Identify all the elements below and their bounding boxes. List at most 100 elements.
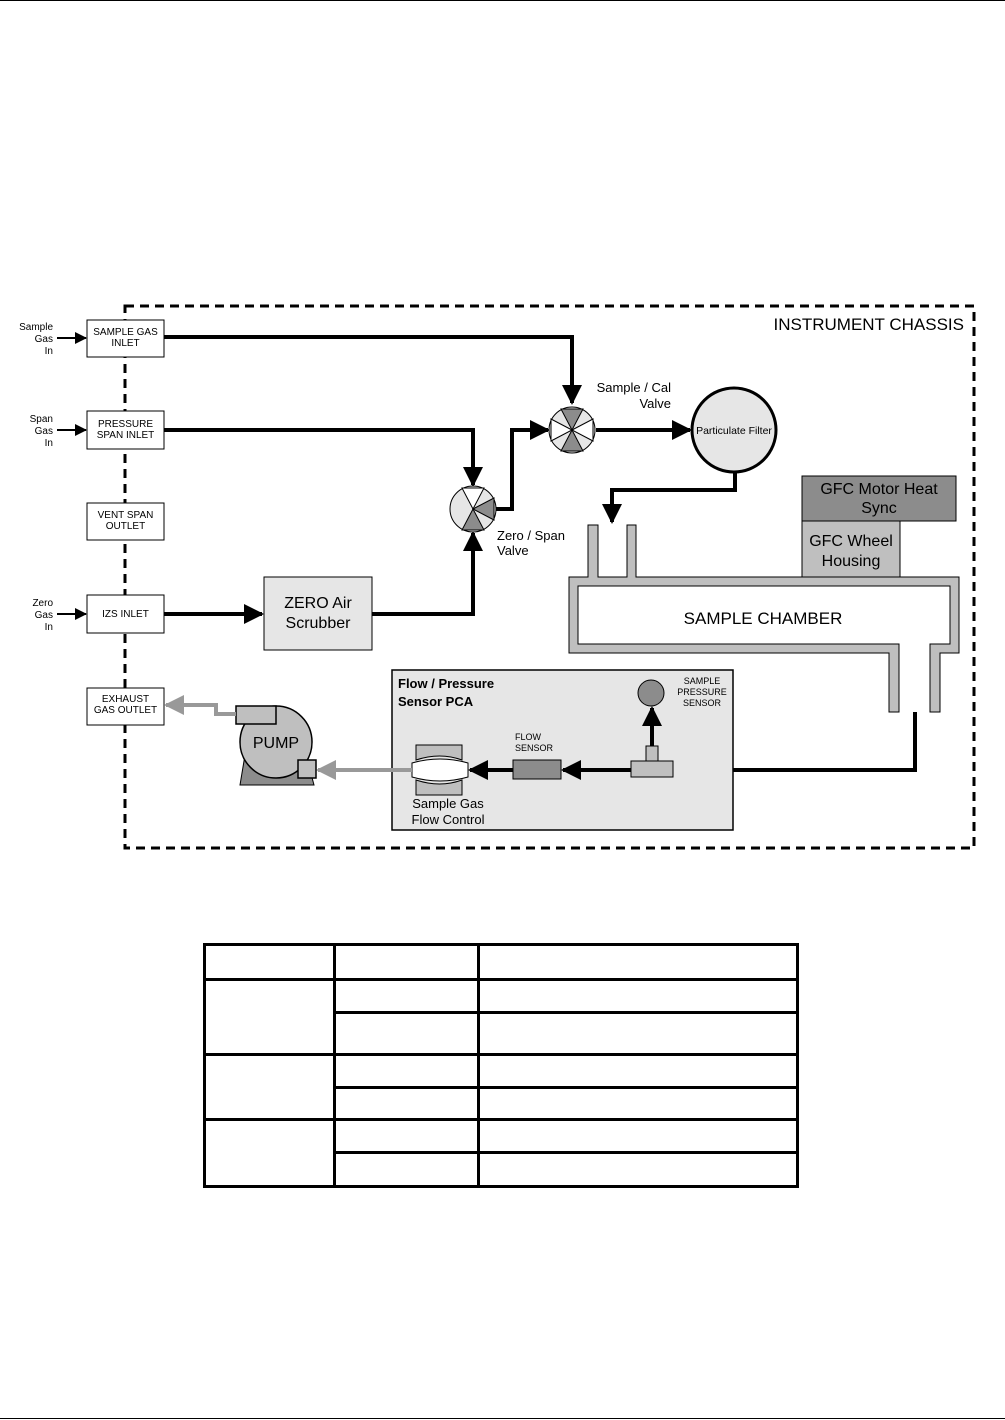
table-cell <box>477 1085 799 1122</box>
bottom-rule <box>0 1418 1005 1419</box>
svg-text:OUTLET: OUTLET <box>106 521 145 532</box>
particulate-filter: Particulate Filter <box>690 386 778 474</box>
sample-line-to-sample-cal-valve <box>164 335 582 405</box>
table-cell <box>477 978 799 1014</box>
sample-pressure-sensor-label: SAMPLE PRESSURE SENSOR <box>677 676 727 708</box>
zero-span-valve-to-sample-cal-valve <box>496 420 550 511</box>
svg-text:Scrubber: Scrubber <box>286 615 352 632</box>
table-cell <box>333 1150 480 1189</box>
table-row <box>205 1085 799 1122</box>
svg-text:Flow / Pressure: Flow / Pressure <box>398 676 494 691</box>
svg-text:Sensor PCA: Sensor PCA <box>398 694 474 709</box>
sample-chamber-label: SAMPLE CHAMBER <box>684 609 843 628</box>
sample-gas-inlet-box: SAMPLE GAS INLET <box>86 319 165 358</box>
svg-text:VENT SPAN: VENT SPAN <box>98 510 154 521</box>
svg-text:FLOW: FLOW <box>515 732 542 742</box>
svg-text:Valve: Valve <box>497 543 529 558</box>
table-cell <box>333 1053 480 1089</box>
svg-text:PRESSURE: PRESSURE <box>98 419 153 430</box>
filter-to-sample-chamber <box>602 470 737 524</box>
pump-to-exhaust-outlet-line <box>164 695 236 716</box>
top-rule <box>0 0 1005 1</box>
sample-gas-flow-control-label: Sample Gas Flow Control <box>412 796 485 827</box>
svg-text:Span: Span <box>30 414 53 425</box>
table-row <box>205 1150 799 1189</box>
svg-text:SAMPLE: SAMPLE <box>684 676 721 686</box>
svg-text:EXHAUST: EXHAUST <box>102 694 149 705</box>
svg-text:Sample / Cal: Sample / Cal <box>597 380 672 395</box>
svg-text:Sample: Sample <box>19 322 53 333</box>
zero-span-valve-label: Zero / Span Valve <box>497 528 565 558</box>
span-line-to-zero-span-valve <box>164 428 483 487</box>
table-cell <box>203 978 336 1057</box>
svg-text:Valve: Valve <box>639 396 671 411</box>
sample-gas-flow-control <box>411 744 469 796</box>
svg-text:SENSOR: SENSOR <box>683 698 722 708</box>
sample-pressure-sensor <box>637 679 665 707</box>
svg-text:Housing: Housing <box>822 553 881 570</box>
flow-sensor <box>512 759 562 780</box>
table-cell <box>203 942 336 982</box>
table-cell <box>333 978 480 1014</box>
table-cell <box>203 1118 336 1188</box>
svg-text:Sync: Sync <box>861 500 897 517</box>
svg-text:PUMP: PUMP <box>253 735 299 752</box>
zero-span-valve <box>449 485 497 533</box>
izs-inlet-box: IZS INLET <box>86 594 165 634</box>
gfc-motor-heat-sync: GFC Motor Heat Sync <box>801 475 957 522</box>
scrubber-line-to-zero-span-valve <box>372 531 483 616</box>
table-cell <box>477 942 799 982</box>
chamber-to-pressure-sensor-line <box>673 712 917 780</box>
sample-cal-valve-label: Sample / Cal Valve <box>597 380 672 411</box>
zero-gas-in-label: Zero Gas In <box>32 598 53 633</box>
svg-text:Gas: Gas <box>35 426 53 437</box>
svg-text:GFC Wheel: GFC Wheel <box>809 533 893 550</box>
pump: PUMP <box>235 705 317 786</box>
svg-text:GFC Motor Heat: GFC Motor Heat <box>820 481 938 498</box>
svg-text:Zero / Span: Zero / Span <box>497 528 565 543</box>
zero-air-scrubber: ZERO Air Scrubber <box>263 576 373 651</box>
table-cell <box>477 1053 799 1089</box>
table-cell <box>333 942 480 982</box>
svg-text:ZERO Air: ZERO Air <box>284 595 352 612</box>
span-gas-in-label: Span Gas In <box>30 414 53 449</box>
svg-text:In: In <box>45 346 53 357</box>
svg-text:Sample Gas: Sample Gas <box>412 796 484 811</box>
instrument-chassis-border <box>123 304 976 850</box>
table-row <box>203 1118 799 1188</box>
instrument-chassis-label: INSTRUMENT CHASSIS <box>774 315 965 334</box>
valve-state-table <box>203 942 799 1189</box>
svg-text:Zero: Zero <box>32 598 53 609</box>
svg-text:In: In <box>45 438 53 449</box>
table-cell <box>333 1118 480 1154</box>
pneumatic-flow-diagram: INSTRUMENT CHASSIS Sample Gas In Span Ga… <box>19 304 976 850</box>
table-row <box>203 1053 799 1122</box>
flow-sensor-label: FLOW SENSOR <box>515 732 554 753</box>
gfc-wheel-housing: GFC Wheel Housing <box>801 520 901 578</box>
vent-span-outlet-box: VENT SPAN OUTLET <box>86 502 165 541</box>
table-row <box>203 978 799 1057</box>
table-cell <box>333 1085 480 1122</box>
table-cell <box>477 1010 799 1057</box>
svg-text:PRESSURE: PRESSURE <box>677 687 727 697</box>
table-cell <box>477 1118 799 1154</box>
sample-cal-valve <box>548 406 596 454</box>
svg-text:SAMPLE GAS: SAMPLE GAS <box>93 327 158 338</box>
svg-text:Particulate Filter: Particulate Filter <box>696 425 772 437</box>
exhaust-gas-outlet-box: EXHAUST GAS OUTLET <box>86 687 165 726</box>
svg-text:SPAN INLET: SPAN INLET <box>97 430 155 441</box>
svg-text:Gas: Gas <box>35 334 53 345</box>
svg-text:Flow Control: Flow Control <box>412 812 485 827</box>
svg-text:In: In <box>45 622 53 633</box>
table-header-row <box>203 942 799 982</box>
table-cell <box>477 1150 799 1189</box>
sample-gas-in-label: Sample Gas In <box>19 322 53 357</box>
table-cell <box>333 1010 480 1057</box>
svg-text:SENSOR: SENSOR <box>515 743 554 753</box>
table-row <box>205 1010 799 1057</box>
table-cell <box>203 1053 336 1122</box>
sample-chamber <box>568 524 960 713</box>
svg-text:IZS INLET: IZS INLET <box>102 609 149 620</box>
pressure-span-inlet-box: PRESSURE SPAN INLET <box>86 410 165 450</box>
svg-text:GAS OUTLET: GAS OUTLET <box>94 705 157 716</box>
